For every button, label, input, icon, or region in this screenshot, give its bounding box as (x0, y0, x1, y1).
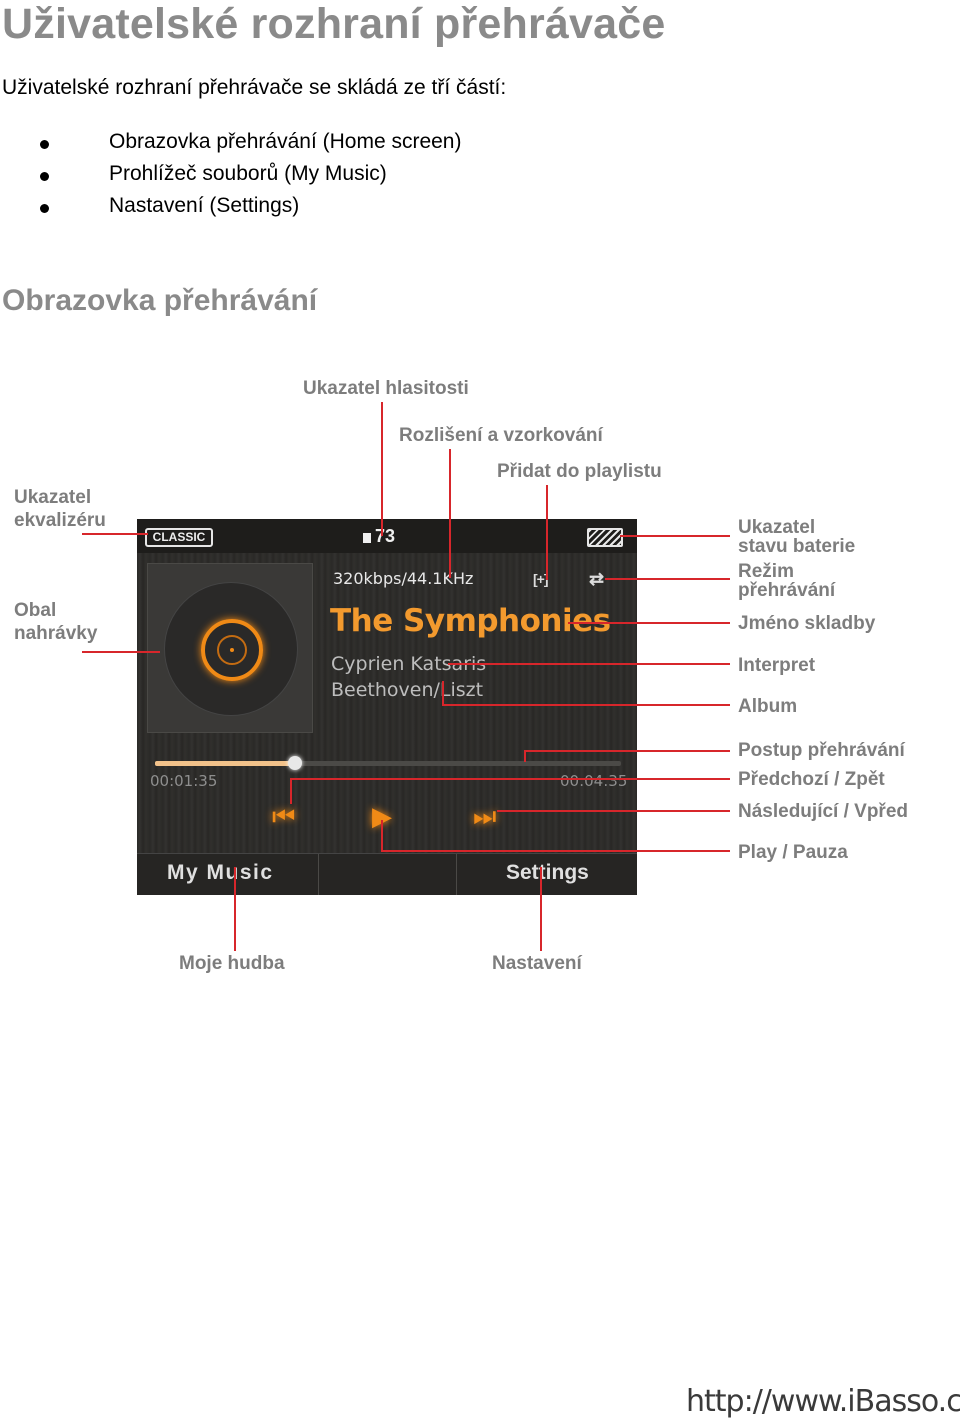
settings-button[interactable]: Settings (506, 861, 589, 885)
label-play: Play / Pauza (738, 842, 848, 863)
bullet-icon (40, 172, 49, 181)
player-screen: CLASSIC 73 320kbps/44.1KHz [+] ⇄ The Sym… (137, 519, 637, 895)
leader-mode (605, 578, 730, 580)
bullet-icon (40, 204, 49, 213)
label-volume: Ukazatel hlasitosti (303, 378, 469, 399)
speaker-icon (363, 533, 371, 543)
leader-album-vertical (442, 681, 444, 705)
bullet-icon (40, 140, 49, 149)
label-album: Album (738, 696, 797, 717)
leader-my-music (234, 867, 236, 951)
label-mode-line2: přehrávání (738, 580, 835, 601)
footer-url[interactable]: http://www.iBasso.com (686, 1384, 960, 1419)
status-bar: CLASSIC 73 (137, 519, 637, 553)
leader-prev (290, 778, 730, 780)
leader-progress-vertical (524, 750, 526, 762)
my-music-button[interactable]: My Music (167, 861, 274, 885)
leader-settings (540, 867, 542, 951)
leader-progress (524, 750, 730, 752)
label-my-music: Moje hudba (179, 953, 285, 974)
intro-text: Uživatelské rozhraní přehrávače se sklád… (2, 76, 506, 100)
progress-bar[interactable] (155, 761, 621, 766)
leader-volume (381, 402, 383, 536)
leader-prev-vertical (290, 778, 292, 804)
leader-play (381, 850, 730, 852)
disc-icon (165, 583, 297, 715)
label-eq-line2: ekvalizéru (14, 510, 106, 531)
eq-badge[interactable]: CLASSIC (145, 528, 213, 547)
leader-interpret (448, 663, 730, 665)
label-prev: Předchozí / Zpět (738, 769, 885, 790)
total-time: 00:04:35 (560, 772, 627, 790)
bitrate-text: 320kbps/44.1KHz (333, 569, 473, 588)
progress-knob[interactable] (288, 756, 302, 770)
leader-cover (82, 651, 160, 653)
progress-fill (155, 761, 295, 766)
label-progress: Postup přehrávání (738, 740, 905, 761)
volume-indicator: 73 (363, 526, 395, 547)
page-heading: Uživatelské rozhraní přehrávače (2, 0, 665, 49)
label-add-playlist: Přidat do playlistu (497, 461, 662, 482)
leader-eq (82, 533, 148, 535)
bottom-bar: My Music Settings (137, 853, 637, 895)
song-title: The Symphonies (330, 603, 611, 639)
volume-value: 73 (375, 526, 395, 546)
album-name: Beethoven/Liszt (331, 679, 483, 701)
label-settings: Nastavení (492, 953, 582, 974)
repeat-icon[interactable]: ⇄ (589, 569, 604, 590)
label-battery-line2: stavu baterie (738, 536, 855, 557)
label-eq-line1: Ukazatel (14, 487, 91, 508)
leader-next (497, 810, 730, 812)
leader-track-name (568, 622, 730, 624)
leader-play-vertical (381, 820, 383, 851)
elapsed-time: 00:01:35 (150, 772, 217, 790)
section-heading: Obrazovka přehrávání (2, 284, 317, 318)
album-cover (147, 563, 313, 733)
leader-battery (620, 535, 730, 537)
battery-icon (587, 528, 623, 547)
leader-add-playlist (546, 485, 548, 580)
label-interpret: Interpret (738, 655, 815, 676)
next-icon[interactable]: ⏭ (473, 801, 496, 833)
label-track-name: Jméno skladby (738, 613, 875, 634)
label-next: Následující / Vpřed (738, 801, 908, 822)
label-resolution: Rozlišení a vzorkování (399, 425, 603, 446)
label-cover-line2: nahrávky (14, 623, 97, 644)
label-battery-line1: Ukazatel (738, 517, 815, 538)
prev-icon[interactable]: ⏮ (272, 801, 295, 833)
leader-resolution (449, 449, 451, 578)
label-mode-line1: Režim (738, 561, 794, 582)
label-cover-line1: Obal (14, 600, 56, 621)
leader-album (442, 704, 730, 706)
